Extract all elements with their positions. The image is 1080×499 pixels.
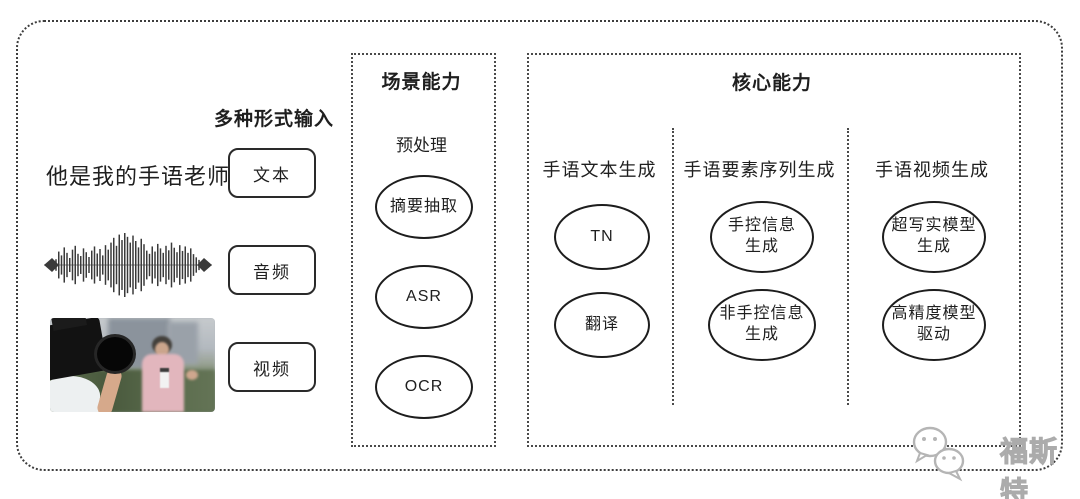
core-col-video-gen-header: 手语视频生成 [875, 160, 989, 180]
photo-camera-lens [94, 334, 136, 374]
photo-reporter-face [155, 342, 169, 357]
scene-capability-title: 场景能力 [381, 72, 462, 93]
core-column-divider-2 [847, 128, 849, 405]
core-capability-title: 核心能力 [731, 73, 812, 94]
core-col-element-seq-header: 手语要素序列生成 [683, 160, 836, 180]
node-non-manual-info-gen: 非手控信息 生成 [708, 289, 816, 361]
core-capability-box [527, 53, 1021, 447]
node-translation: 翻译 [554, 292, 650, 358]
node-hyperreal-model-gen: 超写实模型 生成 [882, 201, 986, 273]
watermark-chat-bubbles-icon [912, 426, 965, 482]
input-type-video-box: 视频 [228, 342, 316, 392]
photo-reporter-hand [186, 370, 198, 380]
input-type-text-box: 文本 [228, 148, 316, 198]
watermark-text: 福斯特 [1000, 436, 1059, 499]
waveform-svg [44, 233, 212, 297]
preprocess-label: 预处理 [396, 136, 447, 155]
node-tn: TN [554, 204, 650, 270]
core-column-divider-1 [672, 128, 674, 405]
outer-dotted-frame [16, 20, 1063, 471]
audio-waveform-icon [44, 230, 212, 300]
node-asr: ASR [375, 265, 473, 329]
input-section-title: 多种形式输入 [214, 109, 335, 130]
node-manual-info-gen: 手控信息 生成 [710, 201, 814, 273]
scene-capability-box [351, 53, 496, 447]
video-still-photo [50, 318, 215, 412]
input-type-audio-box: 音频 [228, 245, 316, 295]
input-type-text-label: 文本 [253, 165, 291, 185]
sample-sentence-text: 他是我的手语老师 [46, 164, 231, 189]
node-summary-extraction: 摘要抽取 [375, 175, 473, 239]
photo-microphone [160, 368, 169, 388]
node-high-precision-model-drive: 高精度模型 驱动 [882, 289, 986, 361]
core-col-text-gen-header: 手语文本生成 [542, 160, 657, 180]
input-type-video-label: 视频 [253, 359, 291, 379]
input-type-audio-label: 音频 [253, 262, 291, 282]
node-ocr: OCR [375, 355, 473, 419]
